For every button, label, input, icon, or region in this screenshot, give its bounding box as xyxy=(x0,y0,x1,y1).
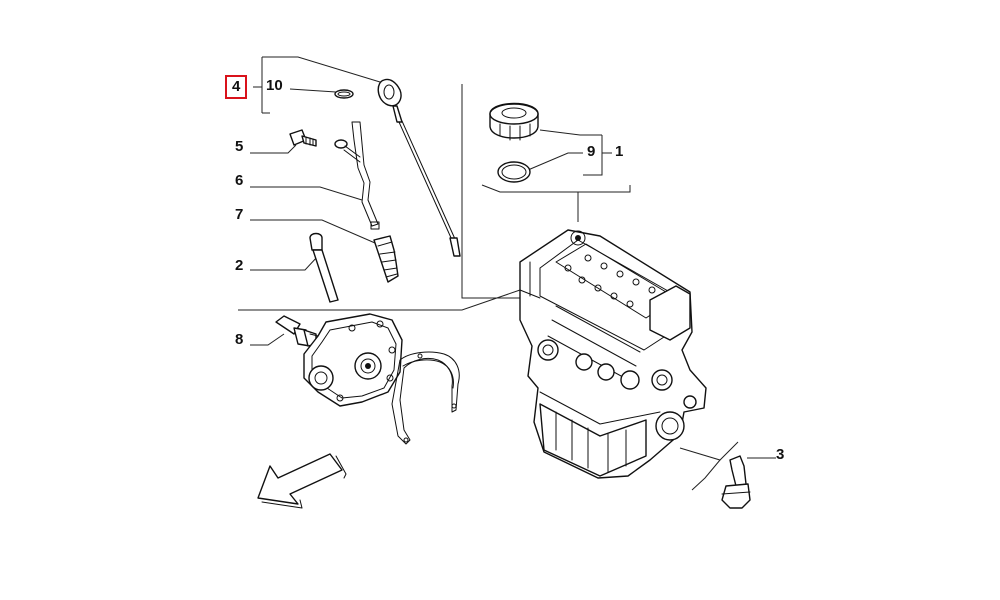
callout-8[interactable]: 8 xyxy=(235,331,244,348)
callout-6[interactable]: 6 xyxy=(235,172,244,189)
guide-tube-part-6 xyxy=(334,121,380,230)
callout-9[interactable]: 9 xyxy=(587,143,596,160)
callout-1[interactable]: 1 xyxy=(615,143,624,160)
leader-lines xyxy=(250,129,776,459)
section-dividers xyxy=(238,84,739,491)
plug-part-3 xyxy=(721,455,751,509)
callout-5[interactable]: 5 xyxy=(235,138,244,155)
filler-cap-part-9 xyxy=(489,102,539,141)
callout-4-highlighted[interactable]: 4 xyxy=(225,75,248,99)
oil-pump-cover xyxy=(303,313,403,407)
dipstick-part xyxy=(377,78,461,257)
o-ring-part-10 xyxy=(334,89,354,99)
sensor-part-8 xyxy=(275,315,319,347)
bolt-part-2 xyxy=(309,232,339,303)
engine-block xyxy=(519,229,707,479)
screw-part-5 xyxy=(289,129,317,147)
cap-seal-ring xyxy=(497,161,531,183)
callout-7[interactable]: 7 xyxy=(235,206,244,223)
callout-10[interactable]: 10 xyxy=(266,77,283,94)
callout-3[interactable]: 3 xyxy=(776,446,785,463)
group-4-bracket xyxy=(253,56,381,114)
callout-2[interactable]: 2 xyxy=(235,257,244,274)
direction-arrow-icon xyxy=(257,453,347,509)
grommet-part-7 xyxy=(373,235,399,283)
gasket-part xyxy=(391,351,460,445)
